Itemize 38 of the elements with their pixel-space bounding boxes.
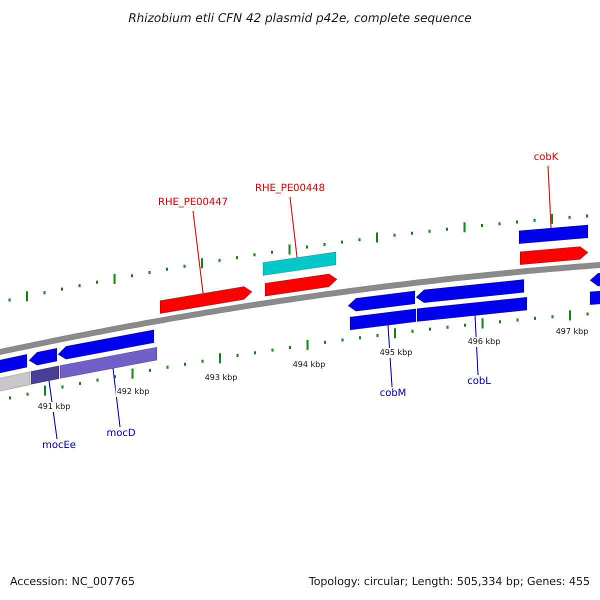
gene-feature (264, 274, 338, 297)
gene-label: cobM (380, 389, 406, 399)
gene-feature (590, 272, 600, 286)
gene-feature (262, 252, 336, 276)
gene-feature (160, 286, 252, 314)
gene-feature (520, 246, 588, 266)
gene-feature (60, 346, 158, 379)
gene-feature (0, 354, 28, 374)
gene-feature (350, 308, 416, 330)
gene-label: mocEe (42, 441, 76, 451)
gene-feature (416, 296, 528, 322)
gene-feature (348, 290, 416, 312)
leader-line (548, 166, 552, 228)
gene-feature (416, 279, 524, 304)
leader-line (192, 210, 204, 294)
gene-feature (30, 365, 60, 385)
scale-label: 494 kbp (292, 360, 326, 370)
scale-label: 492 kbp (116, 387, 150, 397)
gene-label: mocD (106, 429, 136, 439)
gene-label: cobK (534, 153, 558, 163)
scale-label: 497 kbp (554, 327, 590, 337)
gene-feature (28, 348, 58, 366)
footer-text: Accession: NC_007765 (10, 576, 136, 587)
footer-text: Topology: circular; Length: 505,334 bp; Genes: 455 (308, 576, 590, 587)
gene-label: RHE_PE00448 (255, 184, 325, 194)
gene-feature (590, 290, 600, 306)
title: Rhizobium etli CFN 42 plasmid p42e, complete sequence (128, 12, 472, 24)
leader-line (112, 368, 120, 428)
leader-line (290, 196, 298, 258)
gene-feature (0, 371, 30, 394)
gene-feature (58, 329, 154, 360)
gene-feature (518, 224, 588, 244)
scale-label: 495 kbp (378, 348, 414, 358)
gene-label: cobL (467, 377, 491, 387)
scale-label: 496 kbp (466, 337, 502, 347)
scale-label: 493 kbp (204, 373, 238, 383)
gene-label: RHE_PE00447 (158, 198, 228, 208)
scale-label: 491 kbp (36, 402, 72, 412)
